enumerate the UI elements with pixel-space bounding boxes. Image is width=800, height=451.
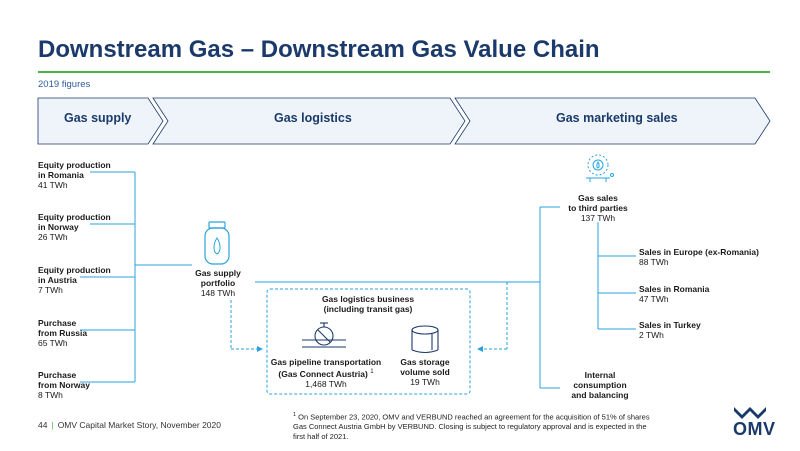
- footnote: 1 On September 23, 2020, OMV and VERBUND…: [293, 412, 650, 441]
- storage-tank-icon: [411, 325, 439, 354]
- page-number: 44: [38, 420, 48, 430]
- pipeline-transportation: Gas pipeline transportation(Gas Connect …: [270, 357, 382, 389]
- stage-label-supply: Gas supply: [64, 111, 132, 125]
- stage-label-marketing: Gas marketing sales: [556, 111, 678, 125]
- title-divider: [38, 71, 770, 73]
- omv-logo-text: OMV: [733, 419, 776, 439]
- gas-sales-icon: [586, 154, 614, 182]
- sales-item-europe: Sales in Europe (ex-Romania)88 TWh: [639, 247, 759, 267]
- footer: 44|OMV Capital Market Story, November 20…: [38, 420, 221, 430]
- pipeline-icon: [302, 322, 346, 348]
- logistics-business-heading: Gas logistics business(including transit…: [321, 294, 415, 314]
- omv-logo-mark: [734, 407, 766, 419]
- stage-chevron-logistics: [152, 97, 466, 145]
- stage-chevron-supply: [37, 97, 164, 145]
- footer-text: OMV Capital Market Story, November 2020: [57, 420, 221, 430]
- stage-label-logistics: Gas logistics: [274, 111, 352, 125]
- subtitle: 2019 figures: [38, 79, 91, 90]
- stage-chevron-marketing: [454, 97, 771, 145]
- gas-cylinder-icon: [204, 221, 230, 265]
- page-title: Downstream Gas – Downstream Gas Value Ch…: [38, 36, 600, 63]
